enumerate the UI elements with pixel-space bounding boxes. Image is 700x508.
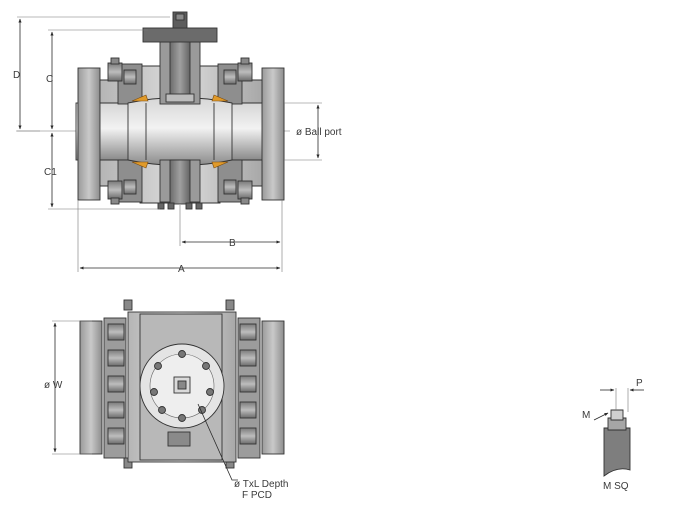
ball	[127, 97, 233, 166]
bottom-left-flange	[79, 320, 103, 455]
label-txl-depth: ø TxL Depth	[234, 479, 288, 490]
label-a: A	[178, 264, 185, 275]
leader-txl	[197, 403, 238, 481]
stem-square	[610, 409, 624, 421]
left-bolt-stack	[103, 299, 133, 469]
pcd-holes	[150, 350, 214, 422]
label-c1: C1	[44, 167, 57, 178]
bottom-plugs	[157, 202, 203, 210]
label-p: P	[636, 378, 643, 389]
upper-body-bolts	[107, 57, 253, 85]
label-c: C	[46, 74, 53, 85]
lower-body-bolts	[107, 179, 253, 205]
operator-arm	[142, 27, 218, 43]
left-end-flange	[77, 67, 101, 201]
label-w: ø W	[44, 380, 63, 391]
label-ball-port: ø Ball port	[296, 127, 342, 138]
label-b: B	[229, 238, 236, 249]
stem-detail: P M M SQ	[582, 378, 644, 492]
bottom-right-flange	[261, 320, 285, 455]
side-section-view: D C C1 ø Ball port B A	[13, 11, 342, 275]
bottom-view: ø W ø TxL Depth F PCD	[44, 299, 288, 501]
stem-shaft	[603, 427, 631, 477]
label-d: D	[13, 70, 20, 81]
right-end-flange	[261, 67, 285, 201]
name-plate	[167, 431, 191, 447]
stem	[169, 39, 191, 103]
right-bolt-stack	[225, 299, 261, 469]
label-m: M	[582, 410, 590, 421]
seat-rings	[131, 94, 229, 169]
label-f-pcd: F PCD	[242, 490, 272, 501]
label-m-sq: M SQ	[603, 481, 629, 492]
